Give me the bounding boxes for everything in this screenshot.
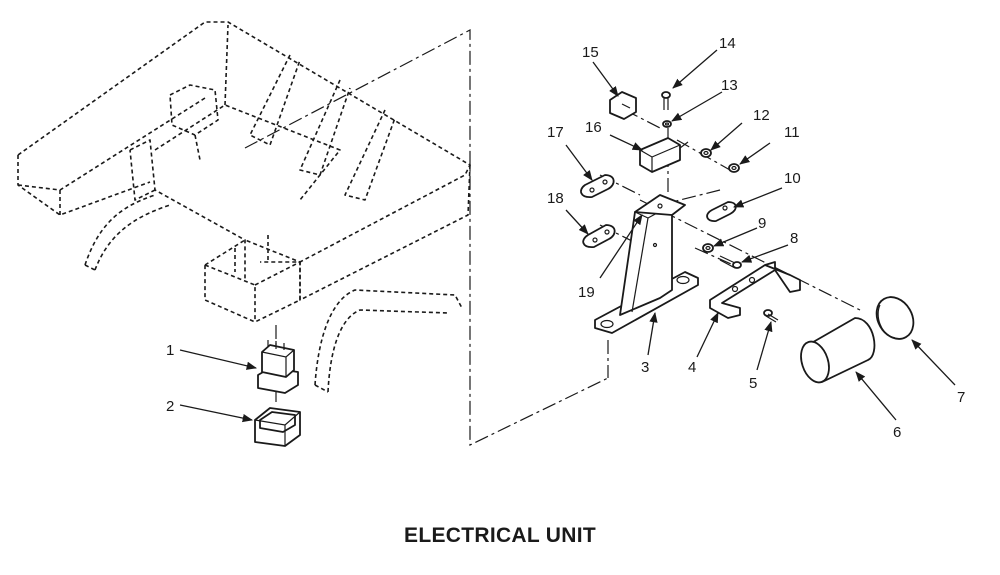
- part-17-plate: [580, 174, 615, 198]
- part-5-screw: [763, 309, 779, 323]
- diagram-title: ELECTRICAL UNIT: [404, 524, 596, 547]
- callout-8: 8: [790, 230, 798, 247]
- callout-15: 15: [582, 44, 599, 61]
- chair-frame-phantom: [17, 21, 471, 393]
- callout-2: 2: [166, 398, 174, 415]
- part-15-plate: [609, 91, 637, 120]
- part-14-screw: [661, 91, 671, 110]
- callout-5: 5: [749, 375, 757, 392]
- callout-16: 16: [585, 119, 602, 136]
- callout-labels: 1 2 3 4 5 6 7 8 9 10 11 12 13 14 15 16 1…: [166, 35, 965, 441]
- callout-4: 4: [688, 359, 696, 376]
- callout-7: 7: [957, 389, 965, 406]
- part-6-cylinder: [800, 317, 876, 384]
- callout-17: 17: [547, 124, 564, 141]
- callout-9: 9: [758, 215, 766, 232]
- part-12-washer: [700, 148, 712, 158]
- part-19-upright-bracket: [619, 194, 686, 316]
- part-7-end-cap: [875, 296, 915, 340]
- callout-6: 6: [893, 424, 901, 441]
- callout-14: 14: [719, 35, 736, 52]
- part-18-plate: [582, 224, 616, 248]
- callout-3: 3: [641, 359, 649, 376]
- callout-10: 10: [784, 170, 801, 187]
- part-2-bezel: [254, 407, 301, 447]
- part-4-l-bracket: [709, 261, 801, 319]
- alignment-lines: [244, 29, 861, 446]
- callout-11: 11: [784, 124, 800, 141]
- part-9-washer: [702, 243, 714, 253]
- part-8-screw: [719, 255, 742, 269]
- part-11-nut: [728, 163, 740, 173]
- callout-13: 13: [721, 77, 738, 94]
- part-10-plate: [706, 201, 737, 222]
- part-1-switch: [257, 340, 299, 394]
- part-16-micro-switch: [639, 137, 689, 173]
- callout-1: 1: [166, 342, 174, 359]
- callout-19: 19: [578, 284, 595, 301]
- callout-12: 12: [753, 107, 770, 124]
- callout-18: 18: [547, 190, 564, 207]
- part-13-washer: [662, 120, 672, 128]
- leader-arrows: [179, 49, 956, 423]
